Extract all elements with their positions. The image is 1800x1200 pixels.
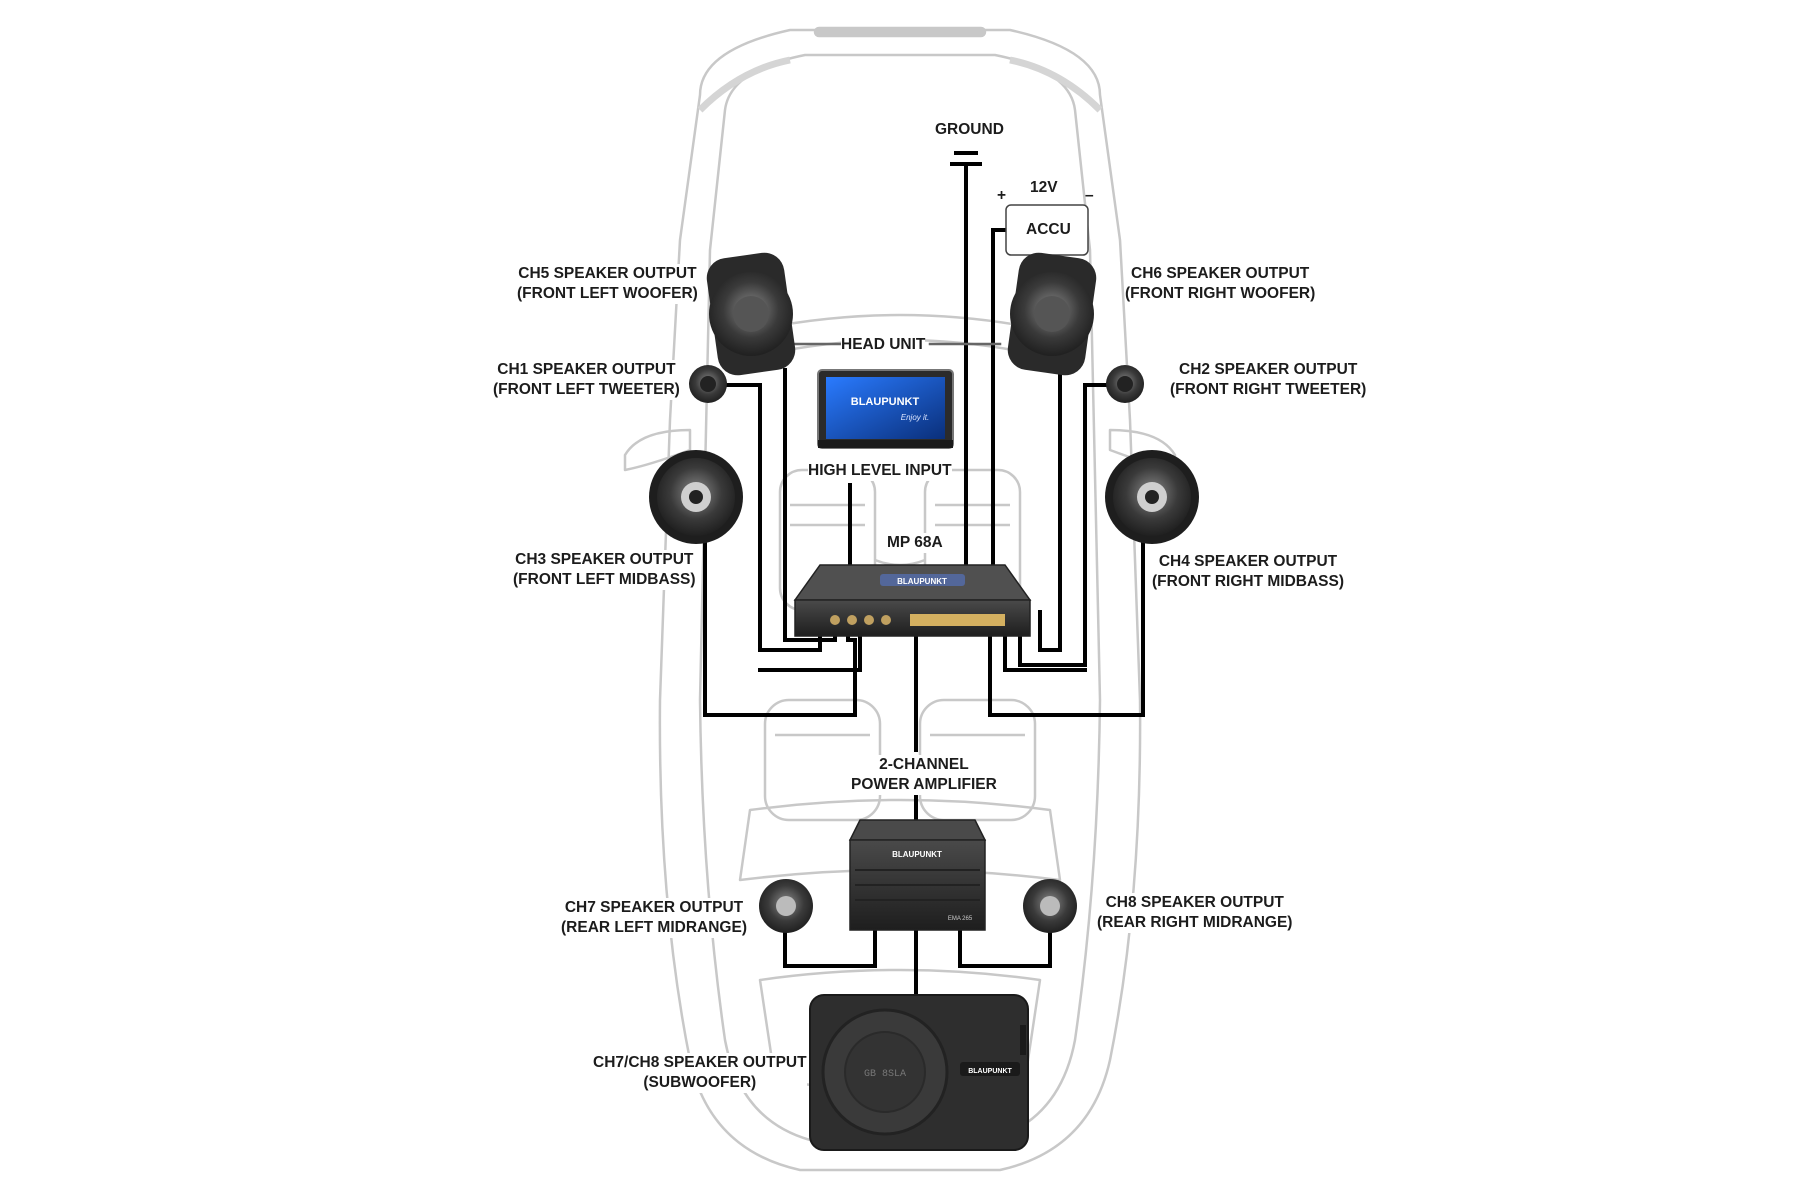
amp-brand: BLAUPUNKT (892, 850, 942, 859)
ground-label: GROUND (935, 120, 1004, 140)
ch6-label-line2: (FRONT RIGHT WOOFER) (1125, 285, 1316, 302)
subwoofer (809, 994, 1029, 1151)
high-level-input-label: HIGH LEVEL INPUT (808, 461, 952, 481)
speaker-ch5-woofer (706, 252, 796, 376)
minus-label: – (1085, 187, 1094, 204)
ch4-label: CH4 SPEAKER OUTPUT (FRONT RIGHT MIDBASS) (1152, 552, 1345, 592)
wire-ch1 (718, 383, 822, 652)
ch1-label-line2: (FRONT LEFT TWEETER) (493, 381, 680, 398)
wire-12v (991, 228, 1008, 572)
ch8-label-line2: (REAR RIGHT MIDRANGE) (1097, 914, 1293, 931)
sub-brand: BLAUPUNKT (968, 1068, 1012, 1075)
amp-model: EMA 265 (948, 916, 973, 922)
ch7-label-line1: CH7 SPEAKER OUTPUT (564, 899, 744, 916)
voltage-label: 12V (1030, 179, 1058, 196)
head-unit (817, 369, 954, 449)
speaker-ch6-woofer (1007, 252, 1097, 376)
ch6-label: CH6 SPEAKER OUTPUT (FRONT RIGHT WOOFER) (1125, 264, 1316, 304)
ch4-label-line2: (FRONT RIGHT MIDBASS) (1152, 573, 1345, 590)
ch5-label-line1: CH5 SPEAKER OUTPUT (518, 265, 697, 282)
amp-label-line2: POWER AMPLIFIER (851, 776, 997, 793)
speaker-ch2-tweeter (1106, 365, 1144, 403)
speaker-ch7-midrange (759, 879, 813, 933)
ch1-label-line1: CH1 SPEAKER OUTPUT (497, 361, 676, 378)
ch2-label: CH2 SPEAKER OUTPUT (FRONT RIGHT TWEETER) (1170, 360, 1367, 400)
amp-label-line1: 2-CHANNEL (879, 756, 969, 773)
wire-ch4 (988, 528, 1145, 717)
dsp-brand: BLAUPUNKT (897, 577, 947, 586)
plus-label: + (997, 187, 1007, 204)
wire-ch7 (783, 903, 877, 968)
dsp-unit (793, 564, 1032, 637)
ch7-label: CH7 SPEAKER OUTPUT (REAR LEFT MIDRANGE) (561, 898, 747, 938)
wire-ch2 (1018, 383, 1117, 667)
ch3-label-line1: CH3 SPEAKER OUTPUT (515, 551, 694, 568)
ch1-label: CH1 SPEAKER OUTPUT (FRONT LEFT TWEETER) (493, 360, 680, 400)
power-amplifier (848, 819, 987, 931)
speaker-ch8-midrange (1023, 879, 1077, 933)
head-unit-tagline: Enjoy it. (901, 413, 929, 422)
wire-ch8 (958, 903, 1052, 968)
ch8-label-line1: CH8 SPEAKER OUTPUT (1105, 894, 1284, 911)
ch8-label: CH8 SPEAKER OUTPUT (REAR RIGHT MIDRANGE) (1097, 893, 1293, 933)
speaker-ch3-midbass (649, 450, 743, 544)
accu-label: ACCU (1026, 221, 1071, 238)
car-outline (623, 26, 1177, 1172)
speaker-ch1-tweeter (689, 365, 727, 403)
head-unit-brand: BLAUPUNKT (851, 396, 920, 408)
speaker-ch4-midbass (1105, 450, 1199, 544)
ch2-label-line2: (FRONT RIGHT TWEETER) (1170, 381, 1367, 398)
ground-symbol (950, 151, 982, 166)
ch5-label-line2: (FRONT LEFT WOOFER) (517, 285, 698, 302)
ch6-label-line1: CH6 SPEAKER OUTPUT (1131, 265, 1310, 282)
ch7-label-line2: (REAR LEFT MIDRANGE) (561, 919, 747, 936)
sub-label: CH7/CH8 SPEAKER OUTPUT (SUBWOOFER) (593, 1053, 807, 1093)
ch3-label-line2: (FRONT LEFT MIDBASS) (513, 571, 696, 588)
ch4-label-line1: CH4 SPEAKER OUTPUT (1158, 553, 1338, 570)
dsp-label: MP 68A (887, 533, 943, 553)
amp-label: 2-CHANNEL POWER AMPLIFIER (851, 755, 997, 795)
sub-model: GB 8SLA (864, 1069, 906, 1080)
head-unit-label: HEAD UNIT (841, 335, 926, 355)
wire-ch6 (1038, 363, 1062, 652)
ch3-label: CH3 SPEAKER OUTPUT (FRONT LEFT MIDBASS) (513, 550, 696, 590)
ch2-label-line1: CH2 SPEAKER OUTPUT (1179, 361, 1358, 378)
sub-label-line1: CH7/CH8 SPEAKER OUTPUT (593, 1054, 807, 1071)
sub-label-line2: (SUBWOOFER) (643, 1074, 757, 1091)
ch5-label: CH5 SPEAKER OUTPUT (FRONT LEFT WOOFER) (517, 264, 698, 304)
